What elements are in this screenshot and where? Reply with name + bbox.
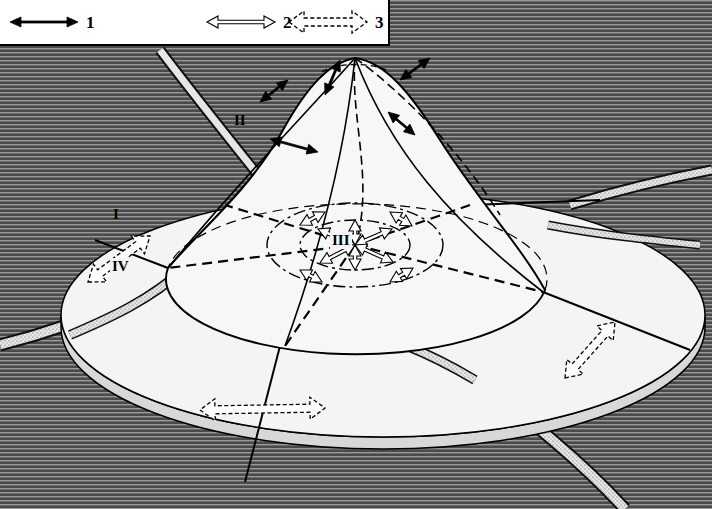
- center-rings: [267, 203, 443, 287]
- region-numeral: I: [111, 206, 121, 223]
- dome-meridians: [168, 58, 543, 346]
- dome-cone: [166, 58, 545, 354]
- movement-arrow: [260, 80, 288, 102]
- movement-arrow: [325, 60, 341, 95]
- movement-arrow: [400, 58, 430, 80]
- dome-base-radii: [168, 205, 543, 346]
- region-numeral: IV: [110, 258, 131, 275]
- legend-swatch: [205, 8, 279, 36]
- legend-number: 2: [283, 13, 292, 33]
- movement-arrow: [300, 270, 322, 282]
- movement-arrow: [390, 212, 412, 226]
- movement-arrow: [289, 11, 367, 33]
- movement-arrow: [390, 268, 413, 282]
- region-numeral: II: [232, 112, 248, 129]
- legend-swatch: [287, 8, 371, 36]
- legend-swatch: [8, 8, 82, 36]
- movement-arrow: [88, 236, 150, 282]
- legend-number: 1: [86, 13, 95, 33]
- region-numeral: III: [330, 232, 352, 249]
- valley-bands: [0, 50, 712, 509]
- legend-box: 1 2 3: [0, 0, 390, 46]
- legend-number: 3: [375, 13, 384, 33]
- movement-arrow: [300, 212, 325, 225]
- movement-arrow: [270, 137, 318, 154]
- movement-arrow: [207, 16, 275, 28]
- movement-arrow: [10, 17, 78, 27]
- movement-arrow: [200, 397, 325, 421]
- movement-arrow: [565, 322, 615, 378]
- movement-arrow: [388, 112, 415, 135]
